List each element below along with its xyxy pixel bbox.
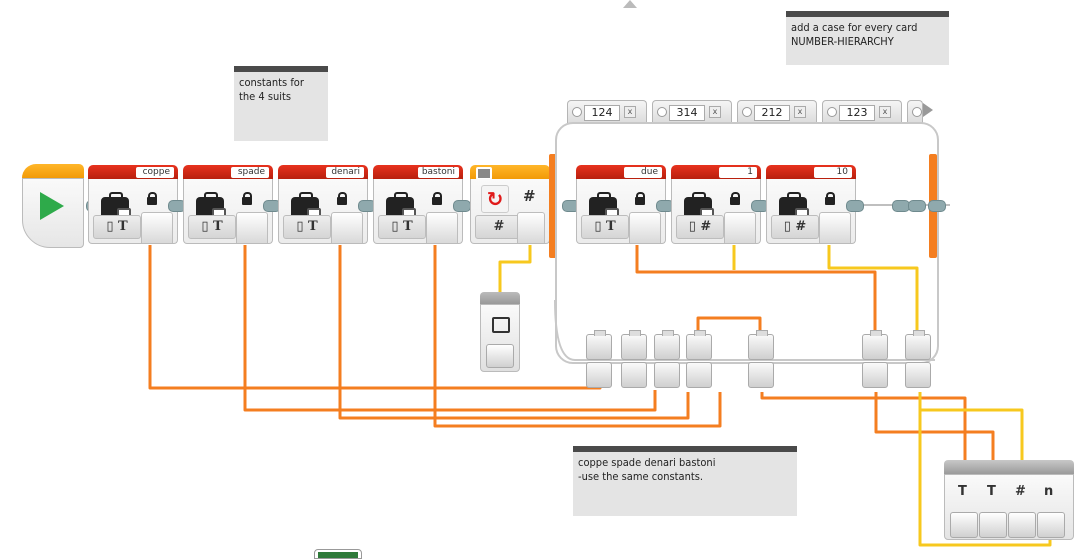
output-plug[interactable] xyxy=(629,212,661,243)
lock-icon xyxy=(147,192,157,205)
lock-icon xyxy=(337,192,347,205)
case-tab[interactable]: 124 x xyxy=(567,100,647,123)
case-tab[interactable]: 314 x xyxy=(652,100,732,123)
remove-case-button[interactable]: x xyxy=(624,106,636,118)
sequence-plug xyxy=(908,200,926,212)
default-case-radio[interactable] xyxy=(657,107,667,117)
output-plug[interactable] xyxy=(331,212,363,243)
remove-case-button[interactable]: x xyxy=(879,106,891,118)
default-case-radio[interactable] xyxy=(827,107,837,117)
input-plug[interactable] xyxy=(1008,512,1036,538)
tunnel-connector[interactable] xyxy=(748,330,774,390)
constant-name[interactable]: 1 xyxy=(719,167,757,178)
mode-selector[interactable]: ▯ T xyxy=(581,215,629,239)
lock-icon xyxy=(730,192,740,205)
lock-icon xyxy=(635,192,645,205)
tunnel-connector[interactable] xyxy=(654,330,680,390)
constant-block-1[interactable]: 1 ▯ # xyxy=(671,165,761,245)
data-wire-icon xyxy=(492,317,510,333)
output-plug[interactable] xyxy=(819,212,851,243)
switch-left-rail xyxy=(549,154,557,258)
constant-name[interactable]: coppe xyxy=(136,167,174,178)
switch-input-plug[interactable] xyxy=(517,212,545,243)
port-label: # xyxy=(1015,484,1026,499)
constant-block-10[interactable]: 10 ▯ # xyxy=(766,165,856,245)
wire-10 xyxy=(827,245,919,332)
output-plug[interactable] xyxy=(426,212,458,243)
case-value-input[interactable]: 212 xyxy=(754,105,790,121)
wire-bastoni xyxy=(433,245,722,428)
default-case-radio xyxy=(912,107,922,117)
port-label: T xyxy=(958,484,967,499)
comment-block-small[interactable] xyxy=(480,292,520,372)
output-plug[interactable] xyxy=(236,212,268,243)
case-tab-partial[interactable] xyxy=(907,100,923,123)
case-value-input[interactable]: 123 xyxy=(839,105,875,121)
lock-icon xyxy=(432,192,442,205)
constant-block-due[interactable]: due ▯ T xyxy=(576,165,666,245)
mode-selector[interactable]: ▯ # xyxy=(676,215,724,239)
comment-same-constants[interactable]: coppe spade denari bastoni -use the same… xyxy=(573,446,797,516)
switch-case-frame xyxy=(555,122,939,364)
constant-name[interactable]: due xyxy=(624,167,662,178)
case-tab[interactable]: 212 x xyxy=(737,100,817,123)
input-plug[interactable] xyxy=(950,512,978,538)
tunnel-connector[interactable] xyxy=(862,330,888,390)
constant-name[interactable]: bastoni xyxy=(417,167,459,178)
output-plug[interactable] xyxy=(724,212,756,243)
play-icon[interactable] xyxy=(40,192,64,220)
constant-name[interactable]: spade xyxy=(231,167,269,178)
mode-selector[interactable]: ▯ # xyxy=(771,215,819,239)
tunnel-connector[interactable] xyxy=(621,330,647,390)
default-case-radio[interactable] xyxy=(572,107,582,117)
partial-block-bottom[interactable] xyxy=(314,549,362,559)
wire-spade xyxy=(243,245,657,412)
mode-selector[interactable]: ▯ T xyxy=(93,215,141,239)
sequence-plug xyxy=(453,200,471,212)
switch-block[interactable]: ↻ # # xyxy=(470,165,550,245)
case-value-input[interactable]: 124 xyxy=(584,105,620,121)
constant-block-coppe[interactable]: coppe ▯ T xyxy=(88,165,178,245)
lock-icon xyxy=(825,192,835,205)
input-type-label: # xyxy=(523,187,536,205)
wire-bottom-orange xyxy=(760,392,967,515)
case-tab[interactable]: 123 x xyxy=(822,100,902,123)
input-plug[interactable] xyxy=(486,344,514,368)
wire-coppe xyxy=(148,245,602,390)
remove-case-button[interactable]: x xyxy=(794,106,806,118)
mode-selector[interactable]: ▯ T xyxy=(378,215,426,239)
input-plug[interactable] xyxy=(979,512,1007,538)
constant-block-bastoni[interactable]: bastoni ▯ T xyxy=(373,165,463,245)
switch-mode-selector[interactable]: # xyxy=(475,215,523,239)
repeat-arrow-icon: ↻ xyxy=(481,185,509,213)
input-plug[interactable] xyxy=(1037,512,1065,538)
scroll-up-icon[interactable] xyxy=(623,0,637,8)
tunnel-connector[interactable] xyxy=(586,330,612,390)
constant-block-denari[interactable]: denari ▯ T xyxy=(278,165,368,245)
my-block-output[interactable]: T T # n xyxy=(944,460,1074,540)
constant-name[interactable]: denari xyxy=(326,167,364,178)
port-label: T xyxy=(987,484,996,499)
lock-icon xyxy=(242,192,252,205)
tunnel-connector[interactable] xyxy=(686,330,712,390)
case-value-input[interactable]: 314 xyxy=(669,105,705,121)
constant-block-spade[interactable]: spade ▯ T xyxy=(183,165,273,245)
mode-selector[interactable]: ▯ T xyxy=(188,215,236,239)
output-plug[interactable] xyxy=(141,212,173,243)
constant-name[interactable]: 10 xyxy=(814,167,852,178)
tunnel-connector[interactable] xyxy=(905,330,931,390)
mode-selector[interactable]: ▯ T xyxy=(283,215,331,239)
wire-loop-orange-top xyxy=(696,316,762,330)
remove-case-button[interactable]: x xyxy=(709,106,721,118)
wire-due xyxy=(635,245,877,332)
comment-cases[interactable]: add a case for every card NUMBER-HIERARC… xyxy=(786,11,949,65)
sequence-plug xyxy=(928,200,946,212)
comment-suits[interactable]: constants for the 4 suits xyxy=(234,66,328,141)
scroll-cases-right-icon[interactable] xyxy=(923,103,933,117)
port-label: n xyxy=(1044,484,1054,499)
start-block[interactable] xyxy=(22,164,84,248)
sequence-plug xyxy=(846,200,864,212)
wire-denari xyxy=(338,245,690,420)
default-case-radio[interactable] xyxy=(742,107,752,117)
